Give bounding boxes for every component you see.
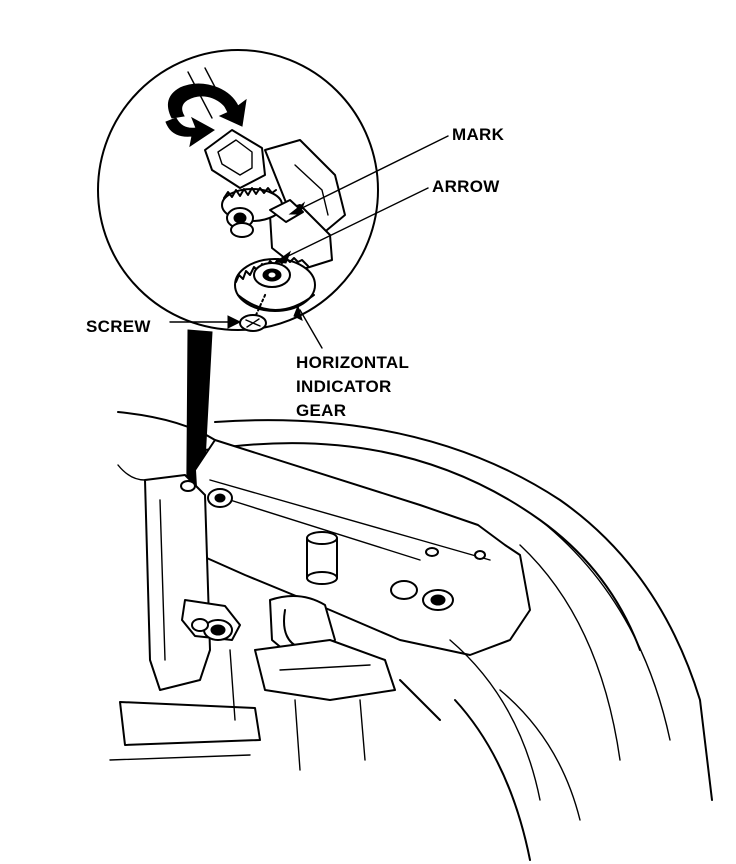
gear-label-line1: HORIZONTAL <box>296 353 409 372</box>
bulb-housing <box>254 595 441 771</box>
rotation-arrow-icon <box>165 83 247 148</box>
detail-circle <box>97 49 379 331</box>
center-post <box>306 531 338 585</box>
screw-detail <box>239 292 267 332</box>
adjuster-bracket <box>187 67 346 271</box>
mount-bolts <box>180 480 486 611</box>
gear-leader <box>299 309 323 349</box>
headlight-assembly <box>109 411 713 861</box>
mark-leader-arrowhead <box>288 201 306 215</box>
arrow-leader-arrowhead <box>274 250 292 264</box>
gear-label-line2: INDICATOR <box>296 377 392 396</box>
gear-leader-arrowhead <box>293 304 303 321</box>
screw-label: SCREW <box>86 317 151 336</box>
mark-leader <box>293 135 449 213</box>
mark-label: MARK <box>452 125 505 144</box>
horizontal-indicator-gear <box>234 257 316 312</box>
arrow-label: ARROW <box>432 177 500 196</box>
detail-inset <box>97 49 449 349</box>
upper-gear <box>221 187 283 238</box>
screw-leader-arrowhead <box>227 315 242 329</box>
gear-label-line3: GEAR <box>296 401 346 420</box>
arrow-leader <box>279 187 429 261</box>
aiming-gear-assembly <box>181 599 241 641</box>
mark-tab <box>269 199 304 223</box>
